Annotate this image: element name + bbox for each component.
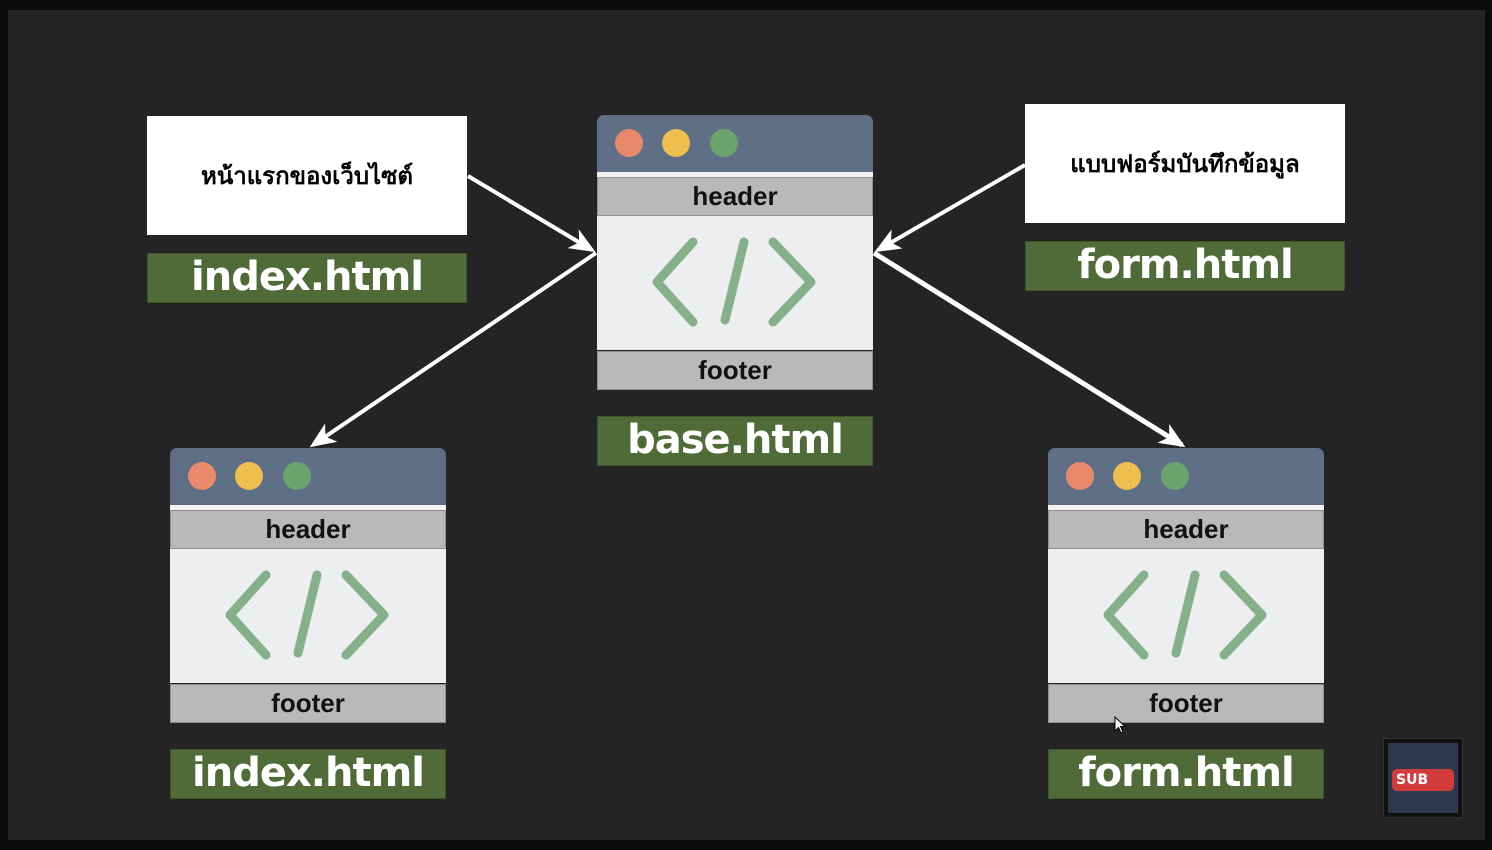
minimize-dot-icon bbox=[662, 129, 690, 157]
maximize-dot-icon bbox=[283, 462, 311, 490]
form-description-note: แบบฟอร์มบันทึกข้อมูล bbox=[1025, 104, 1345, 223]
code-brackets-icon bbox=[1103, 570, 1267, 660]
index-label-top: index.html bbox=[147, 253, 467, 303]
index-template-window: header footer bbox=[170, 448, 446, 723]
form-label-bottom: form.html bbox=[1048, 749, 1324, 799]
close-dot-icon bbox=[1066, 462, 1094, 490]
minimize-dot-icon bbox=[1113, 462, 1141, 490]
form-template-window: header footer bbox=[1048, 448, 1324, 723]
footer-block: footer bbox=[170, 684, 446, 723]
footer-block: footer bbox=[597, 351, 873, 390]
header-block: header bbox=[1048, 510, 1324, 549]
arrow-base-to-form bbox=[872, 250, 1186, 448]
base-template-window: header footer bbox=[597, 115, 873, 390]
code-brackets-icon bbox=[225, 570, 389, 660]
titlebar-divider bbox=[597, 172, 873, 177]
footer-block: footer bbox=[1048, 684, 1324, 723]
form-label-top: form.html bbox=[1025, 241, 1345, 291]
window-titlebar bbox=[170, 448, 446, 505]
titlebar-divider bbox=[1048, 505, 1324, 510]
maximize-dot-icon bbox=[710, 129, 738, 157]
arrow-index-note-to-base bbox=[466, 174, 596, 253]
index-description-text: หน้าแรกของเว็บไซต์ bbox=[201, 162, 413, 190]
subscribe-badge-background: SUB bbox=[1388, 743, 1458, 813]
code-content-area bbox=[170, 549, 446, 683]
form-description-text: แบบฟอร์มบันทึกข้อมูล bbox=[1070, 150, 1300, 178]
titlebar-divider bbox=[170, 505, 446, 510]
arrow-base-to-index bbox=[309, 251, 598, 448]
code-content-area bbox=[1048, 549, 1324, 683]
maximize-dot-icon bbox=[1161, 462, 1189, 490]
header-block: header bbox=[597, 177, 873, 216]
window-titlebar bbox=[597, 115, 873, 172]
header-block: header bbox=[170, 510, 446, 549]
close-dot-icon bbox=[615, 129, 643, 157]
index-label-bottom: index.html bbox=[170, 749, 446, 799]
window-titlebar bbox=[1048, 448, 1324, 505]
minimize-dot-icon bbox=[235, 462, 263, 490]
arrow-form-note-to-base bbox=[874, 163, 1027, 253]
subscribe-badge[interactable]: SUB bbox=[1383, 738, 1463, 818]
code-brackets-icon bbox=[652, 237, 816, 327]
subscribe-badge-text: SUB bbox=[1392, 769, 1454, 791]
close-dot-icon bbox=[188, 462, 216, 490]
mouse-cursor-icon bbox=[1114, 716, 1126, 734]
base-label: base.html bbox=[597, 416, 873, 466]
index-description-note: หน้าแรกของเว็บไซต์ bbox=[147, 116, 467, 235]
code-content-area bbox=[597, 216, 873, 350]
